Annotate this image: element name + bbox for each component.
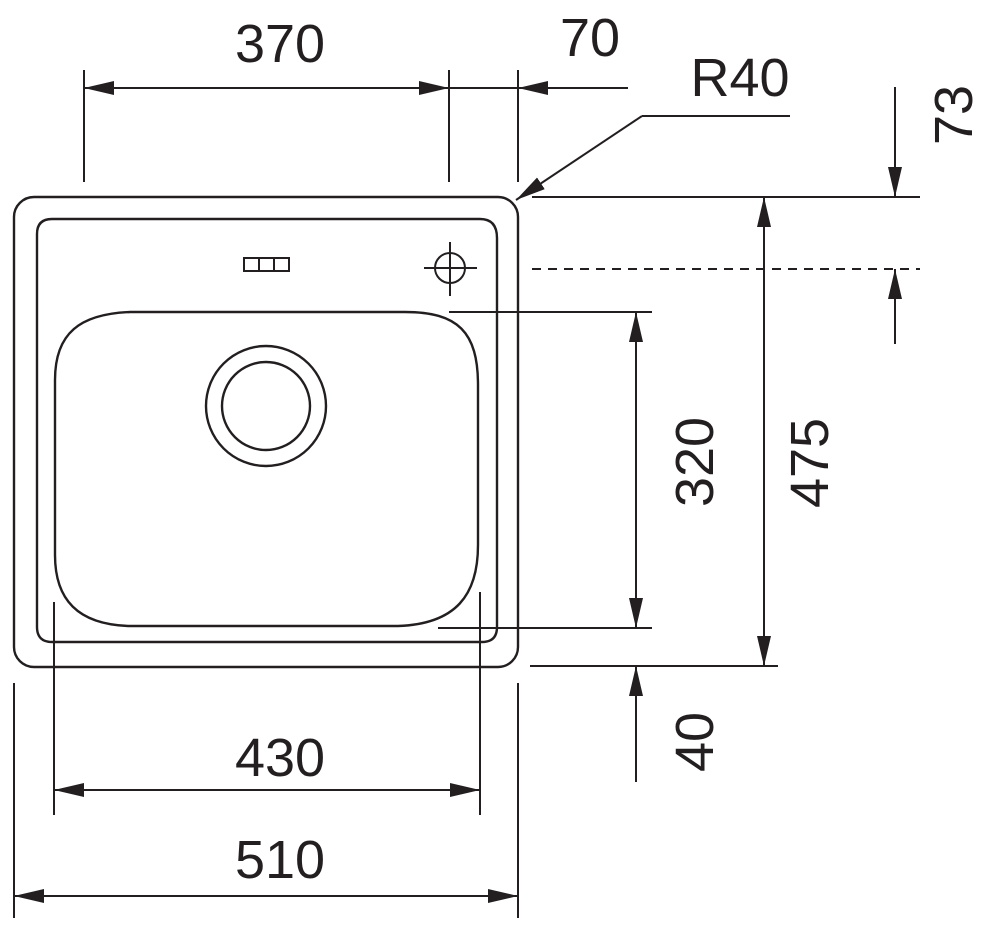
dimension-corner-radius: R40 [515,48,790,201]
dimension-bowl-depth: 320 [438,311,725,629]
dimension-right-top-offset: 73 [532,85,984,344]
dimension-label-370: 370 [235,14,325,74]
dimension-label-73: 73 [924,85,984,145]
dimension-label-r40: R40 [690,48,789,108]
dimension-label-320: 320 [665,417,725,507]
dimension-label-430: 430 [235,728,325,788]
dimension-top-offset: 70 [449,8,628,182]
sink-outline [12,195,520,669]
dimension-total-depth: 475 [530,197,840,667]
drain-outer-ring [204,344,328,468]
drain-inner-ring [220,360,312,452]
dimension-total-width: 510 [13,683,519,918]
dimension-label-475: 475 [780,418,840,508]
dimension-bowl-width: 430 [53,592,481,815]
dimension-label-70: 70 [560,8,620,68]
dimension-label-510: 510 [235,830,325,890]
overflow-icon [243,257,290,272]
tap-hole-icon [424,242,477,296]
sink-outer-rim [12,195,520,669]
dimension-bottom-offset: 40 [629,666,725,782]
dimension-top-width: 370 [83,14,450,182]
sink-bowl [53,310,480,628]
dimension-label-40: 40 [665,712,725,772]
sink-inner-rim [35,217,499,644]
